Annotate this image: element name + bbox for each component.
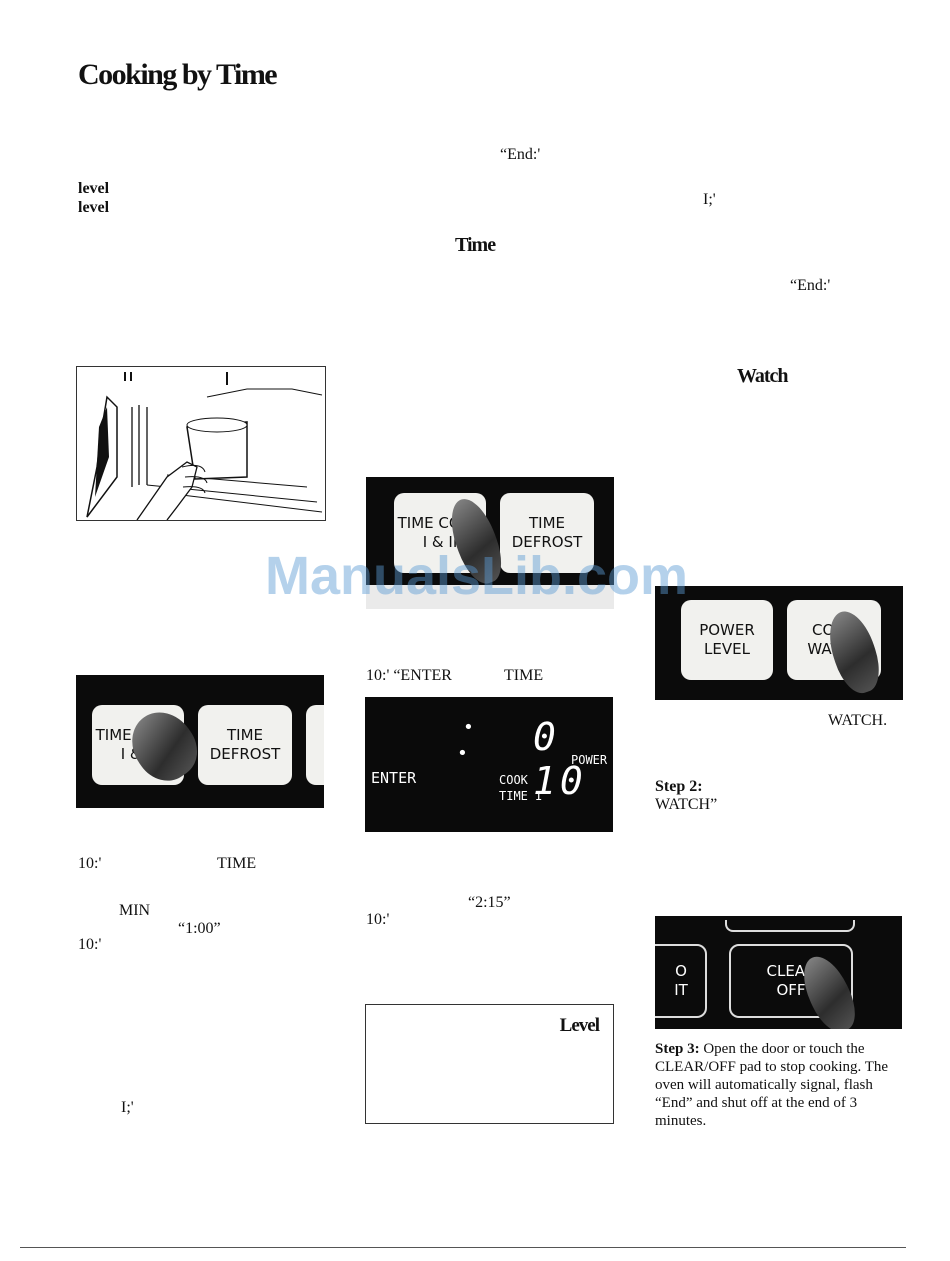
col1-text-1-00: “1:00” xyxy=(178,920,221,937)
time-defrost-label-2-line1: TIME xyxy=(528,514,565,532)
power-label-line1: POWER xyxy=(699,621,755,639)
pad-edge-top xyxy=(725,920,855,932)
col2-2-15: “2:15” xyxy=(468,894,511,911)
cup-illustration xyxy=(76,366,326,521)
col2-end: “End:' xyxy=(500,146,541,163)
col3-end: “End:' xyxy=(790,277,831,294)
next-pad-edge xyxy=(306,705,324,785)
time-defrost-label-2-line2: DEFROST xyxy=(511,533,583,551)
power-level-pad[interactable]: POWER LEVEL xyxy=(681,600,773,680)
watermark: ManualsLib.com xyxy=(265,546,689,606)
watch-heading: Watch xyxy=(737,365,789,387)
edge-pad: O IT xyxy=(655,944,707,1018)
hand-shading xyxy=(366,585,614,609)
power-level-box: Level xyxy=(365,1004,614,1124)
display-enter: ENTER xyxy=(371,769,417,787)
keypad-photo-clear-off: O IT CLEAR OFF xyxy=(655,916,902,1029)
step3-paragraph: Step 3: Open the door or touch the CLEAR… xyxy=(655,1040,905,1130)
col3-i: I;' xyxy=(703,191,716,208)
oven-display: • • 0 10 POWER ENTER COOK TIME I xyxy=(365,697,613,832)
level-box-heading: Level xyxy=(559,1015,600,1036)
off-label: OFF xyxy=(776,981,806,999)
power-label-line2: LEVEL xyxy=(704,640,750,658)
edge-pad-label-2: IT xyxy=(674,981,688,999)
display-digits: 0 10 xyxy=(533,715,587,803)
col1-text-10: 10:' xyxy=(78,855,102,872)
time-defrost-label-line2: DEFROST xyxy=(209,745,281,763)
keypad-photo-cook-watch: POWER LEVEL COOK WATCH xyxy=(655,586,903,700)
display-cook: COOK xyxy=(499,773,528,787)
step3-text: Open the door or touch the CLEAR/OFF pad… xyxy=(655,1041,889,1129)
keypad-photo-time-cook-2: TIME COOK I & II TIME DEFROST xyxy=(366,477,614,609)
step2-text: WATCH” xyxy=(655,796,718,813)
cup-in-oven-drawing xyxy=(86,372,323,521)
bottom-rule xyxy=(20,1247,906,1248)
colon-dot-lower: • xyxy=(457,743,468,764)
level-label-2: level xyxy=(78,199,110,216)
col1-text-min: MIN xyxy=(119,902,151,919)
keypad-photo-time-cook: TIME COOK I & II TIME DEFROST xyxy=(76,675,324,808)
col2-enter-line-b: TIME xyxy=(504,667,544,684)
step2-label: Step 2: xyxy=(655,778,703,795)
col1-text-10b: 10:' xyxy=(78,936,102,953)
edge-pad-label-1: O xyxy=(675,962,687,980)
time-heading: Time xyxy=(455,234,496,256)
display-time: TIME I xyxy=(499,789,543,803)
time-defrost-pad-2[interactable]: TIME DEFROST xyxy=(500,493,594,573)
time-defrost-label-line1: TIME xyxy=(226,726,263,744)
page-title: Cooking by Time xyxy=(78,58,278,91)
col3-watch-caps: WATCH. xyxy=(828,712,888,729)
col1-text-time: TIME xyxy=(217,855,257,872)
col1-text-i: I;' xyxy=(121,1099,134,1116)
step3-label: Step 3: xyxy=(655,1041,700,1057)
time-defrost-pad[interactable]: TIME DEFROST xyxy=(198,705,292,785)
col2-enter-line-a: 10:' “ENTER xyxy=(366,667,452,684)
level-label-1: level xyxy=(78,180,110,197)
col2-10: 10:' xyxy=(366,911,390,928)
colon-dot-upper: • xyxy=(463,717,474,738)
display-power: POWER xyxy=(571,753,608,767)
